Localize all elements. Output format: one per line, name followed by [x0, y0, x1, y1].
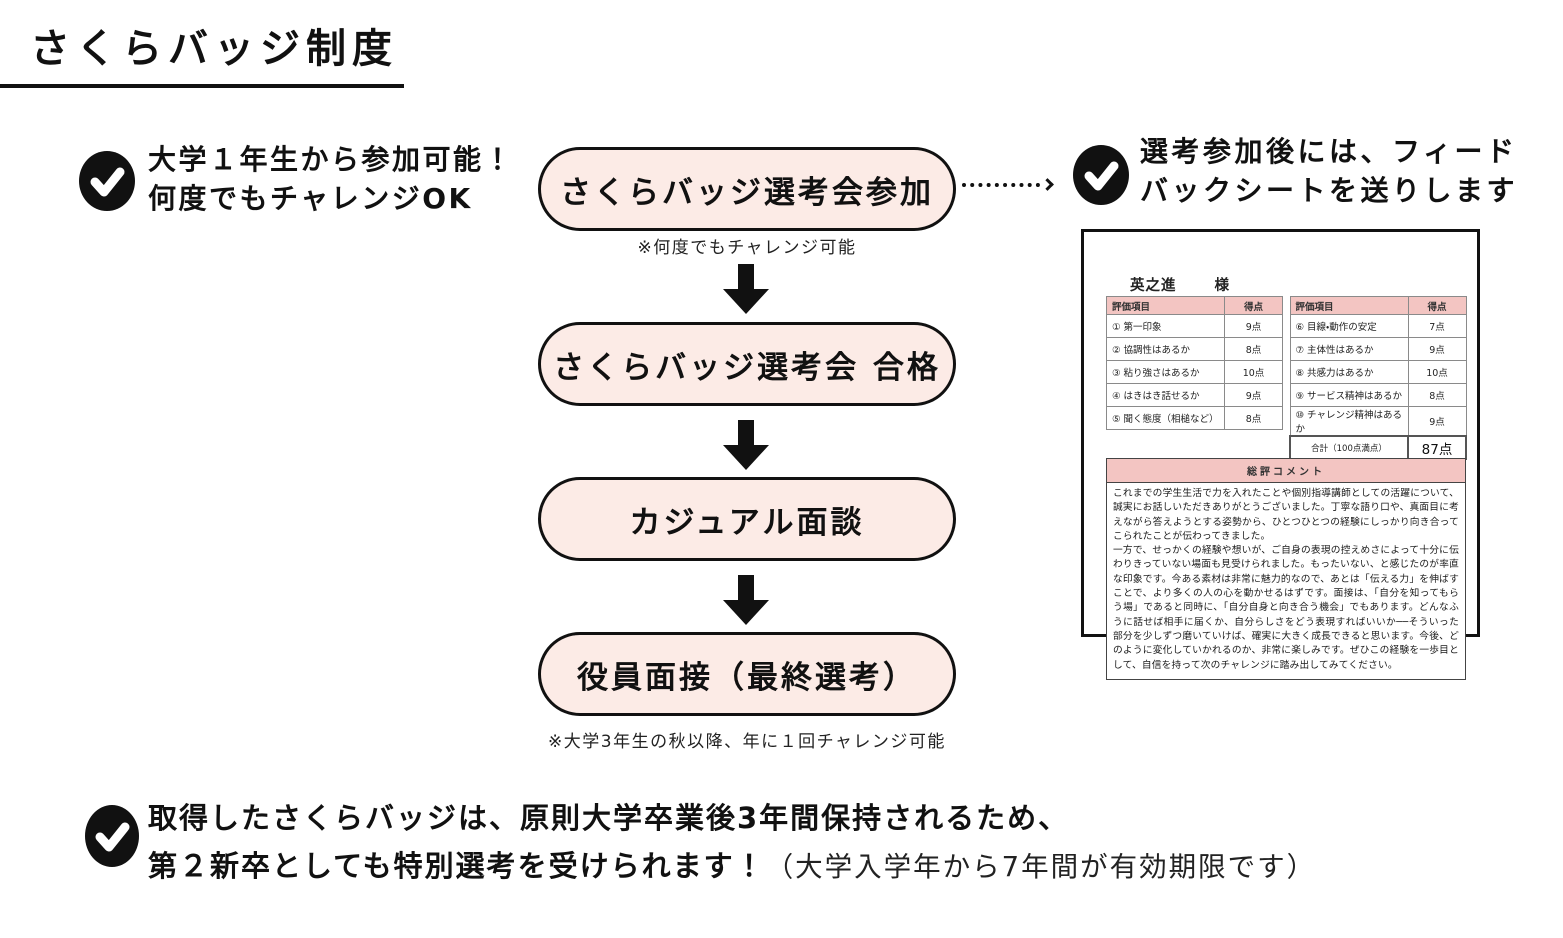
table-header-row: 評価項目 得点	[1289, 296, 1467, 315]
checkmark-icon	[1072, 144, 1130, 206]
right-note-line2: バックシートを送りします	[1140, 174, 1519, 207]
title-underline	[0, 84, 404, 88]
flow-step-note: ※何度でもチャレンジ可能	[637, 238, 857, 258]
left-note: 大学１年生から参加可能！ 何度でもチャレンジOK	[148, 140, 514, 218]
left-note-line1: 大学１年生から参加可能！	[148, 143, 515, 176]
flow-step-label: さくらバッジ選考会参加	[560, 174, 934, 211]
flow-arrow-down	[723, 420, 769, 470]
flow-step-note: ※大学3年生の秋以降、年に１回チャレンジ可能	[548, 732, 946, 752]
comment-box: 総評コメント これまでの学生生活で力を入れたことや個別指導講師としての活躍につい…	[1106, 458, 1466, 680]
checkmark-icon	[78, 150, 136, 212]
total-row: 合計（100点満点） 87点	[1289, 435, 1467, 460]
checkmark-icon	[84, 804, 140, 868]
left-note-line2: 何度でもチャレンジOK	[148, 182, 473, 215]
table-header-row: 評価項目 得点	[1106, 296, 1283, 315]
flow-arrow-down	[723, 575, 769, 625]
flow-step-casual-interview: カジュアル面談	[538, 477, 956, 561]
page-title: さくらバッジ制度	[30, 26, 398, 72]
comment-body: これまでの学生生活で力を入れたことや個別指導講師としての活躍について、誠実にお話…	[1113, 488, 1459, 671]
flow-step-entry: さくらバッジ選考会参加	[538, 147, 956, 231]
bottom-note-bold: 第２新卒としても特別選考を受けられます！	[148, 849, 766, 883]
right-note-line1: 選考参加後には、フィード	[1140, 135, 1518, 168]
arrowhead	[1041, 178, 1054, 191]
flow-step-label: 役員面接（最終選考）	[577, 659, 917, 696]
flow-step-label: さくらバッジ選考会 合格	[553, 349, 941, 386]
bottom-note-line1: 取得したさくらバッジは、原則大学卒業後3年間保持されるため、	[148, 801, 1070, 835]
comment-header: 総評コメント	[1107, 459, 1465, 483]
flow-step-label: カジュアル面談	[629, 504, 865, 541]
flow-arrow-down	[723, 264, 769, 314]
flow-step-final-interview: 役員面接（最終選考）	[538, 632, 956, 716]
bottom-note-light: （大学入学年から7年間が有効期限です）	[765, 851, 1317, 883]
table-row: ⑤ 聞く態度（相槌など）8点	[1106, 406, 1283, 430]
bottom-note-line2: 第２新卒としても特別選考を受けられます！（大学入学年から7年間が有効期限です）	[148, 843, 1316, 885]
dotted-arrow-right	[962, 178, 1054, 191]
right-note: 選考参加後には、フィード バックシートを送りします	[1140, 132, 1518, 210]
recipient-name: 英之進様	[1130, 278, 1230, 294]
flow-step-pass: さくらバッジ選考会 合格	[538, 322, 956, 406]
